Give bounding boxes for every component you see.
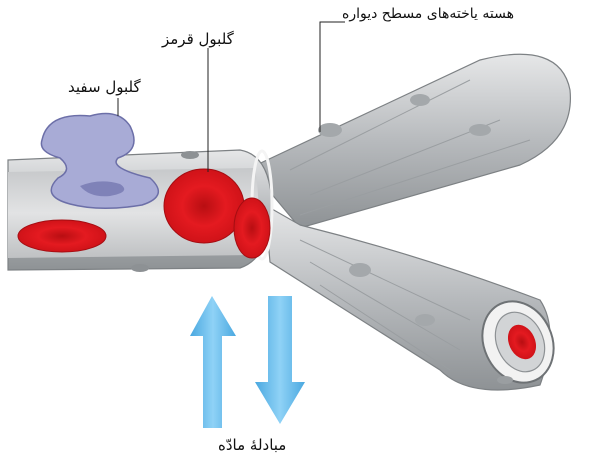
label-wall-cell-nucleus: هسته یاخته‌های مسطح دیواره xyxy=(342,6,514,22)
upper-branch xyxy=(250,54,570,228)
arrow-down-icon xyxy=(255,296,305,424)
arrow-up-icon xyxy=(190,296,236,428)
label-red-blood-cell: گلبول قرمز xyxy=(162,30,234,48)
label-material-exchange: مبادلهٔ مادّه xyxy=(218,436,286,454)
label-white-blood-cell: گلبول سفید xyxy=(68,78,141,96)
exchange-arrows xyxy=(190,296,305,428)
